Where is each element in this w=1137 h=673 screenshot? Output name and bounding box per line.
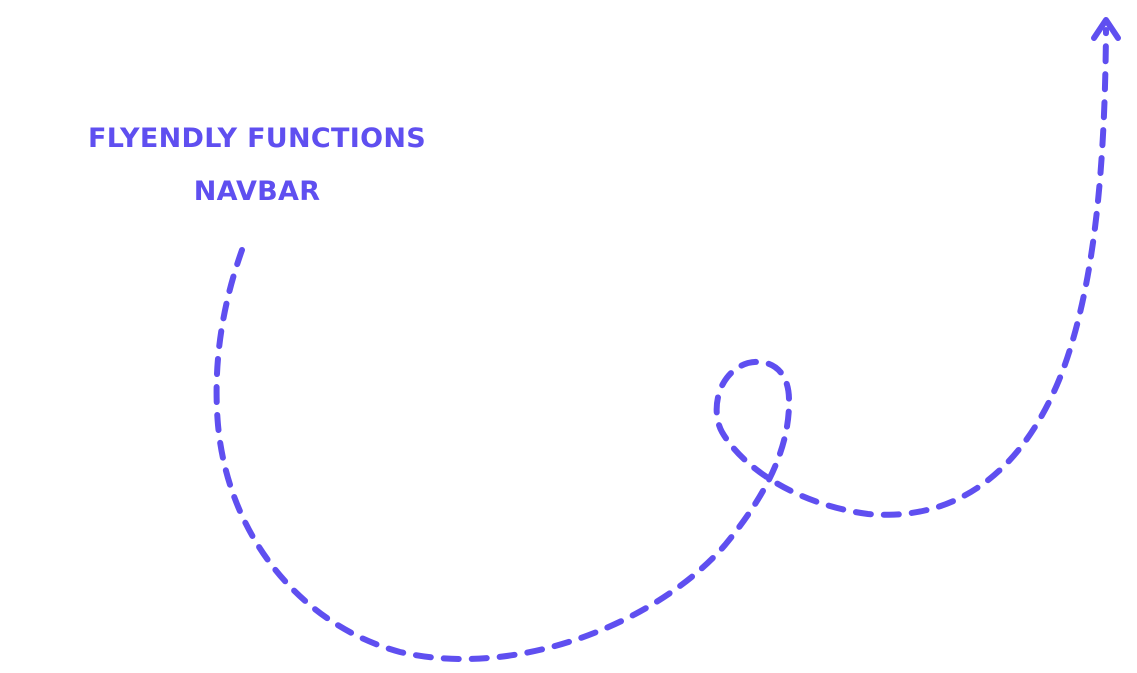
arrowhead-icon (1091, 17, 1121, 41)
caption: FLYENDLY FUNCTIONS NAVBAR (72, 112, 442, 218)
caption-line-2: NAVBAR (193, 176, 321, 207)
arrow-path (213, 27, 1109, 662)
caption-line-1: FLYENDLY FUNCTIONS (87, 123, 427, 154)
